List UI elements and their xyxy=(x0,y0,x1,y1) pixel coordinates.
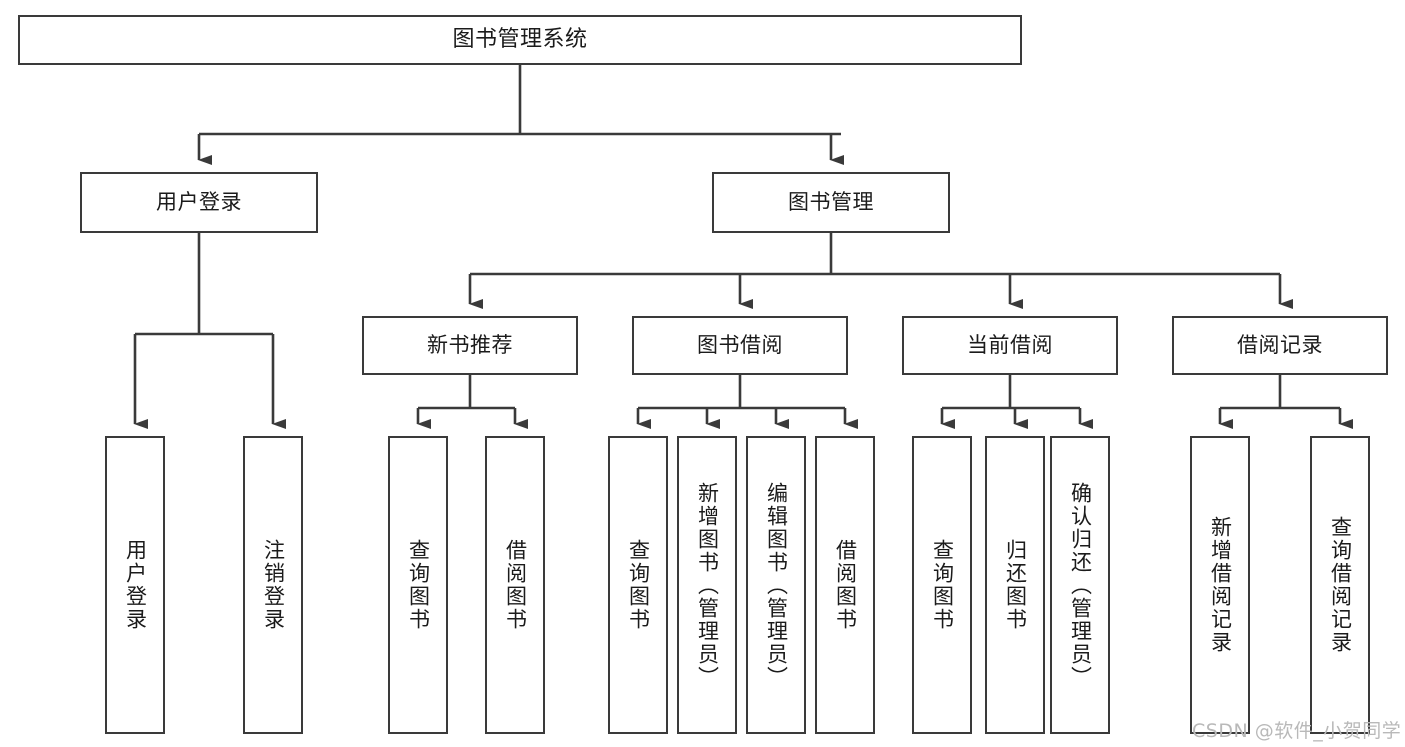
node-leaf-borrow-book-2[interactable]: 借阅图书 xyxy=(815,436,875,734)
node-leaf-user-login-label: 用户登录 xyxy=(123,539,148,631)
node-current-borrow-label: 当前借阅 xyxy=(967,333,1053,358)
node-leaf-confirm-return-label: 确认归还（管理员） xyxy=(1068,481,1093,689)
node-book-borrow-label: 图书借阅 xyxy=(697,333,783,358)
node-leaf-add-record-label: 新增借阅记录 xyxy=(1208,516,1233,654)
node-current-borrow[interactable]: 当前借阅 xyxy=(902,316,1118,375)
node-leaf-return-book-label: 归还图书 xyxy=(1003,539,1028,631)
node-leaf-query-book-3[interactable]: 查询图书 xyxy=(912,436,972,734)
node-leaf-query-book-1-label: 查询图书 xyxy=(406,539,431,631)
node-leaf-query-book-2-label: 查询图书 xyxy=(626,539,651,631)
node-leaf-borrow-book-1-label: 借阅图书 xyxy=(503,539,528,631)
node-leaf-add-record[interactable]: 新增借阅记录 xyxy=(1190,436,1250,734)
node-leaf-edit-book-label: 编辑图书（管理员） xyxy=(764,481,789,689)
node-book-manage-label: 图书管理 xyxy=(788,190,874,215)
node-user-login-label: 用户登录 xyxy=(156,190,242,215)
node-leaf-return-book[interactable]: 归还图书 xyxy=(985,436,1045,734)
node-root-label: 图书管理系统 xyxy=(452,27,588,53)
node-root[interactable]: 图书管理系统 xyxy=(18,15,1022,65)
node-leaf-query-book-1[interactable]: 查询图书 xyxy=(388,436,448,734)
node-leaf-add-book[interactable]: 新增图书（管理员） xyxy=(677,436,737,734)
node-leaf-logout-label: 注销登录 xyxy=(261,539,286,631)
node-leaf-user-login[interactable]: 用户登录 xyxy=(105,436,165,734)
node-leaf-logout[interactable]: 注销登录 xyxy=(243,436,303,734)
node-new-book-recommend[interactable]: 新书推荐 xyxy=(362,316,578,375)
node-leaf-confirm-return[interactable]: 确认归还（管理员） xyxy=(1050,436,1110,734)
node-leaf-query-record-label: 查询借阅记录 xyxy=(1328,516,1353,654)
node-borrow-record-label: 借阅记录 xyxy=(1237,333,1323,358)
node-borrow-record[interactable]: 借阅记录 xyxy=(1172,316,1388,375)
node-book-borrow[interactable]: 图书借阅 xyxy=(632,316,848,375)
node-new-book-recommend-label: 新书推荐 xyxy=(427,333,513,358)
node-leaf-edit-book[interactable]: 编辑图书（管理员） xyxy=(746,436,806,734)
node-leaf-query-record[interactable]: 查询借阅记录 xyxy=(1310,436,1370,734)
node-leaf-query-book-3-label: 查询图书 xyxy=(930,539,955,631)
node-leaf-borrow-book-2-label: 借阅图书 xyxy=(833,539,858,631)
node-book-manage[interactable]: 图书管理 xyxy=(712,172,950,233)
node-leaf-add-book-label: 新增图书（管理员） xyxy=(695,481,720,689)
node-user-login[interactable]: 用户登录 xyxy=(80,172,318,233)
node-leaf-borrow-book-1[interactable]: 借阅图书 xyxy=(485,436,545,734)
watermark: CSDN @软件_小贺同学 xyxy=(1192,720,1402,742)
node-leaf-query-book-2[interactable]: 查询图书 xyxy=(608,436,668,734)
